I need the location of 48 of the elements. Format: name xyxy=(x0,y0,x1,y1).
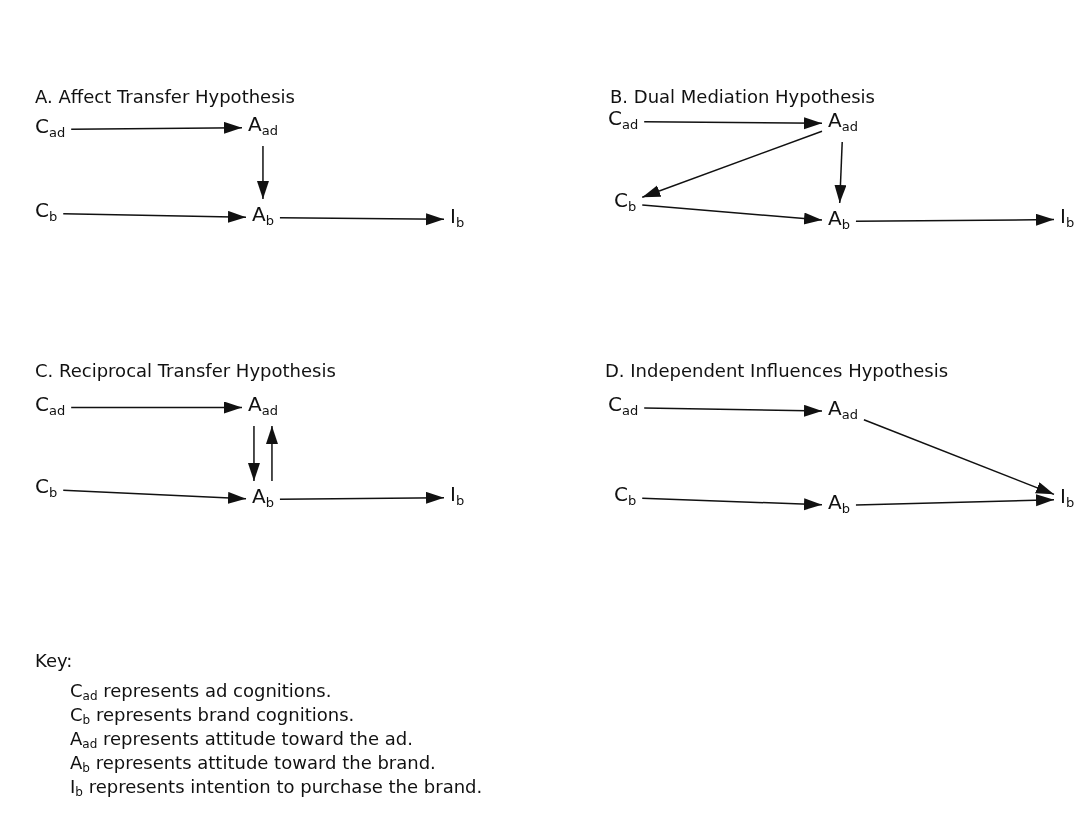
arrow xyxy=(279,213,445,226)
key-heading: Key: xyxy=(35,650,73,671)
variable-symbol: C$_{b}$ xyxy=(33,198,60,229)
arrow xyxy=(70,121,243,134)
variable-symbol: C$_{ad}$ xyxy=(606,392,641,423)
panel-heading: A. Affect Transfer Hypothesis xyxy=(35,86,295,107)
arrow xyxy=(256,145,269,200)
variable-symbol: I$_{b}$ xyxy=(448,482,467,513)
arrow xyxy=(641,130,823,198)
variable-symbol: I$_{b}$ xyxy=(1058,484,1077,515)
arrow xyxy=(265,425,278,482)
arrow xyxy=(62,489,247,504)
variable-symbol: A$_{ad}$ xyxy=(826,396,860,427)
arrow xyxy=(834,141,847,204)
arrow xyxy=(643,404,823,417)
arrow xyxy=(863,419,1055,496)
key-entry: I$_{b}$ represents intention to purchase the brand. xyxy=(70,776,483,799)
key-entry: A$_{b}$ represents attitude toward the brand. xyxy=(70,752,436,775)
variable-symbol: C$_{ad}$ xyxy=(606,106,641,137)
variable-symbol: C$_{ad}$ xyxy=(33,114,68,145)
key-entry: C$_{ad}$ represents ad cognitions. xyxy=(70,680,332,703)
variable-symbol: A$_{b}$ xyxy=(250,202,276,233)
variable-symbol: C$_{ad}$ xyxy=(33,392,68,423)
arrow xyxy=(855,494,1055,507)
arrow xyxy=(70,401,243,414)
variable-symbol: A$_{ad}$ xyxy=(246,112,280,143)
panel-heading: B. Dual Mediation Hypothesis xyxy=(610,86,875,107)
variable-symbol: A$_{b}$ xyxy=(250,484,276,515)
variable-symbol: C$_{b}$ xyxy=(612,482,639,513)
key-entry: C$_{b}$ represents brand cognitions. xyxy=(70,704,355,727)
key-entry: A$_{ad}$ represents attitude toward the ad. xyxy=(70,728,413,751)
panel-heading: D. Independent Influences Hypothesis xyxy=(605,360,949,381)
variable-symbol: C$_{b}$ xyxy=(612,188,639,219)
variable-symbol: I$_{b}$ xyxy=(448,204,467,235)
variable-symbol: A$_{ad}$ xyxy=(826,108,860,139)
arrow xyxy=(279,491,445,504)
arrow xyxy=(643,117,823,130)
variable-symbol: I$_{b}$ xyxy=(1058,204,1077,235)
variable-symbol: A$_{ad}$ xyxy=(246,392,280,423)
arrow xyxy=(62,210,247,223)
arrow xyxy=(855,213,1055,226)
panel-heading: C. Reciprocal Transfer Hypothesis xyxy=(35,360,336,381)
variable-symbol: A$_{b}$ xyxy=(826,206,852,237)
arrow xyxy=(641,497,823,511)
arrow xyxy=(247,425,260,482)
variable-symbol: A$_{b}$ xyxy=(826,490,852,521)
variable-symbol: C$_{b}$ xyxy=(33,474,60,505)
arrow xyxy=(641,204,823,225)
